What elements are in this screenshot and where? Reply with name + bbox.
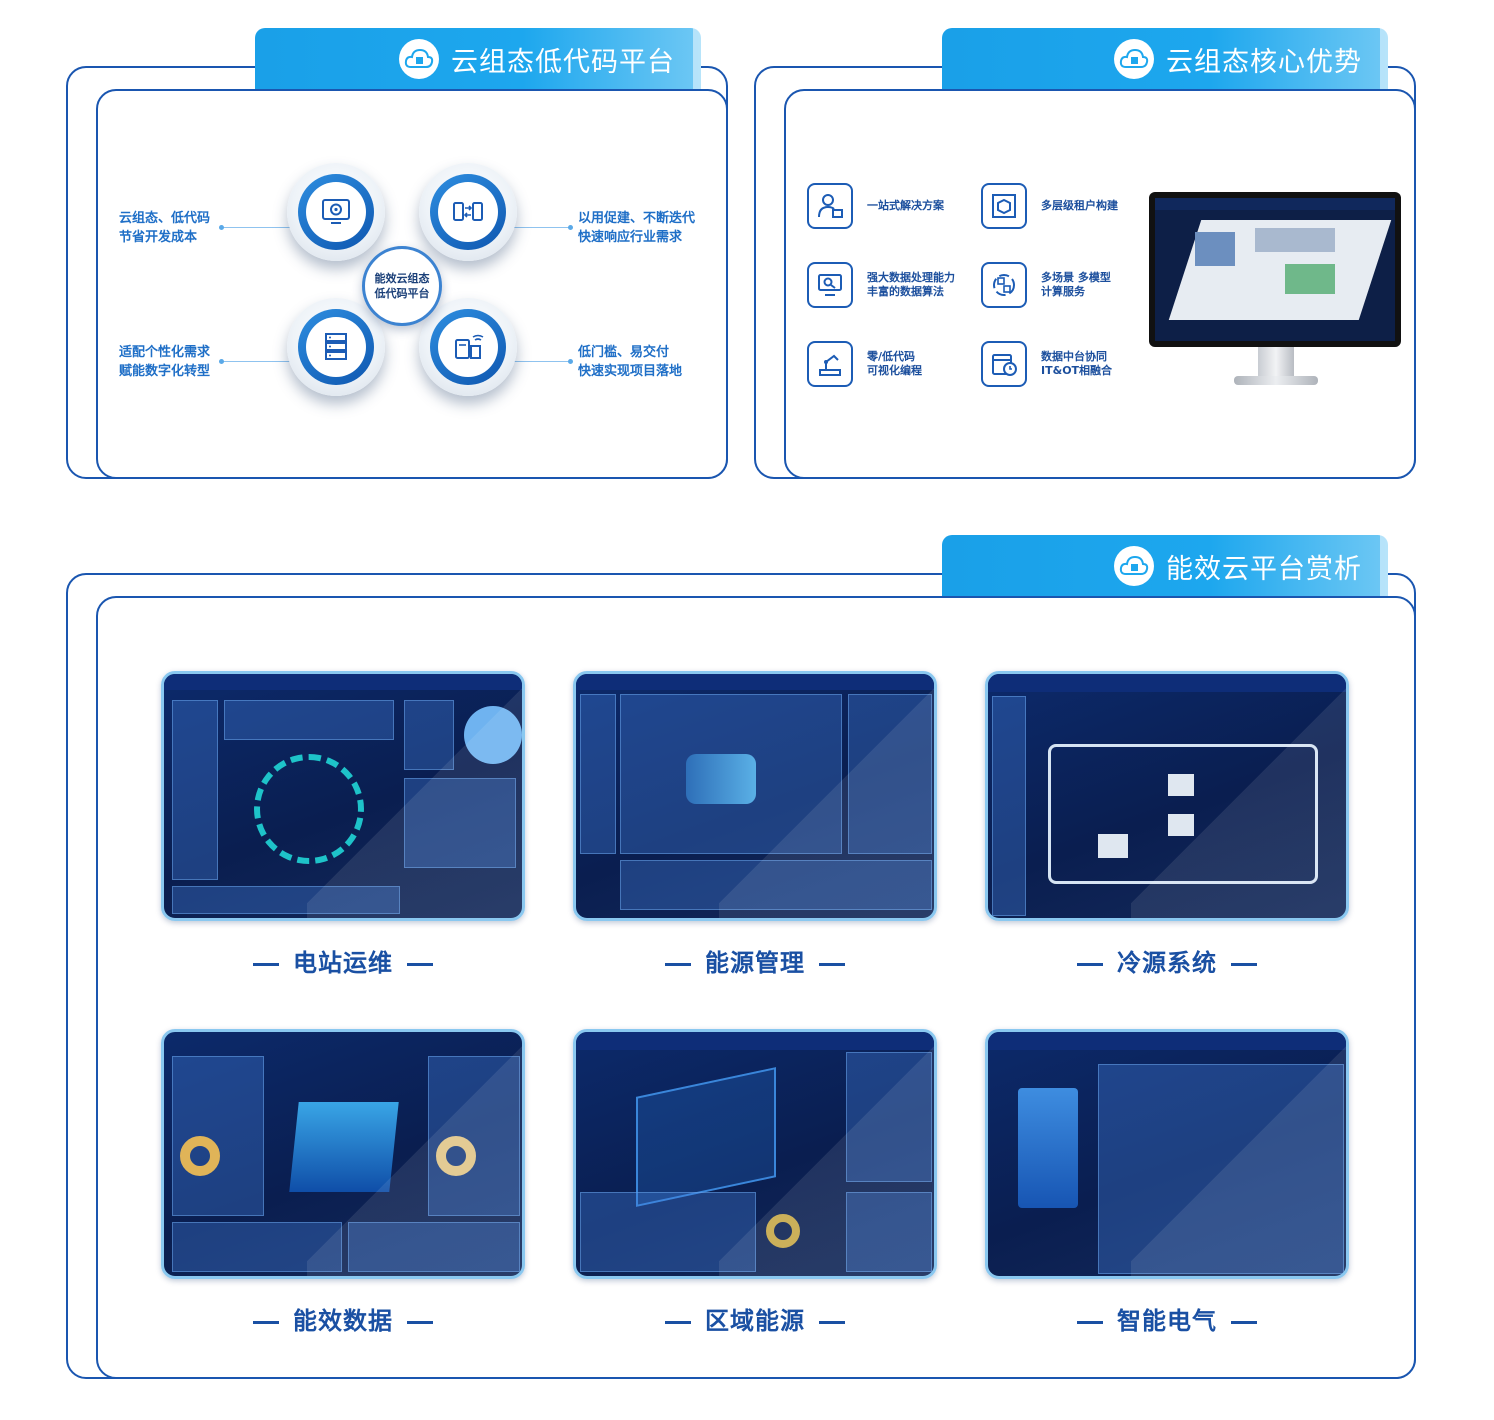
screenshot-station-ops bbox=[161, 671, 525, 921]
screenshot-smart-electrical bbox=[985, 1029, 1349, 1279]
sync-devices-icon bbox=[453, 202, 483, 221]
gallery-tab: 能效云平台赏析 bbox=[942, 535, 1388, 597]
advantage-item: 一站式解决方案 bbox=[807, 183, 944, 229]
data-monitor-icon bbox=[818, 274, 842, 296]
monitor-stand bbox=[1258, 347, 1294, 377]
gallery-title: 能效云平台赏析 bbox=[1166, 553, 1362, 585]
monitor-screen bbox=[1155, 198, 1395, 341]
advantage-item: 多层级租户构建 bbox=[981, 183, 1118, 229]
feature-label-iterate: 以用促建、不断迭代 快速响应行业需求 bbox=[578, 211, 696, 245]
advantages-title: 云组态核心优势 bbox=[1166, 46, 1362, 78]
feature-label-deliver: 低门槛、易交付 快速实现项目落地 bbox=[578, 345, 683, 379]
smart-terminal-icon bbox=[455, 334, 484, 359]
monitor-base bbox=[1234, 376, 1318, 385]
caption: 能源管理 bbox=[573, 943, 937, 978]
user-solution-icon bbox=[818, 194, 843, 218]
caption: 电站运维 bbox=[161, 943, 525, 978]
advantage-item: 强大数据处理能力丰富的数据算法 bbox=[807, 262, 955, 308]
lowcode-tab: 云组态低代码平台 bbox=[255, 28, 701, 90]
server-rack-icon bbox=[325, 333, 347, 360]
screenshot-cooling-system bbox=[985, 671, 1349, 921]
robot-arm-icon bbox=[819, 354, 841, 376]
screenshot-efficiency-data bbox=[161, 1029, 525, 1279]
monitor-display bbox=[1149, 192, 1401, 347]
hub-center: 能效云组态 低代码平台 bbox=[362, 246, 442, 326]
feature-label-cost: 云组态、低代码 节省开发成本 bbox=[119, 211, 211, 245]
feature-circle-cost bbox=[287, 163, 385, 261]
lowcode-title: 云组态低代码平台 bbox=[451, 46, 675, 78]
gear-screen-icon bbox=[322, 199, 350, 224]
cloud-chip-icon bbox=[1114, 546, 1154, 586]
multi-scene-icon bbox=[993, 274, 1015, 296]
screenshot-regional-energy bbox=[573, 1029, 937, 1279]
screenshot-energy-mgmt bbox=[573, 671, 937, 921]
feature-circle-adapt bbox=[287, 298, 385, 396]
feature-label-adapt: 适配个性化需求 赋能数字化转型 bbox=[119, 345, 211, 379]
calendar-clock-icon bbox=[992, 354, 1017, 376]
caption: 区域能源 bbox=[573, 1301, 937, 1336]
caption: 智能电气 bbox=[985, 1301, 1349, 1336]
advantage-item: 零/低代码可视化编程 bbox=[807, 341, 922, 387]
caption: 冷源系统 bbox=[985, 943, 1349, 978]
cube-layers-icon bbox=[992, 194, 1016, 218]
feature-circle-iterate bbox=[419, 163, 517, 261]
cloud-chip-icon bbox=[1114, 39, 1154, 79]
feature-circle-deliver bbox=[419, 298, 517, 396]
cloud-chip-icon bbox=[399, 39, 439, 79]
caption: 能效数据 bbox=[161, 1301, 525, 1336]
advantage-item: 多场景 多模型计算服务 bbox=[981, 262, 1111, 308]
advantages-tab: 云组态核心优势 bbox=[942, 28, 1388, 90]
